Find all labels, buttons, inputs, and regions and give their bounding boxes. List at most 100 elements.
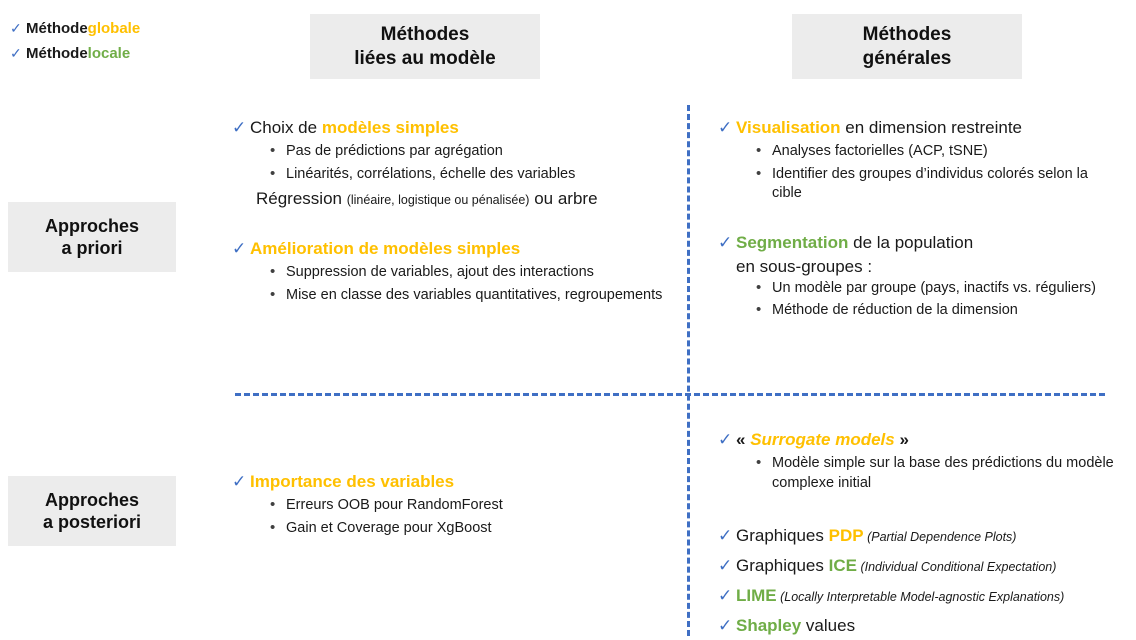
heading-amelioration-modeles-simples: ✓ Amélioration de modèles simples (232, 239, 682, 259)
legend-label-highlight-locale: locale (87, 45, 131, 62)
quadrant-bottom-right: ✓ « Surrogate models » • Modèle simple s… (718, 430, 1128, 640)
list-item: • Identifier des groupes d’individus col… (756, 165, 1118, 204)
regression-suffix: ou arbre (529, 189, 598, 209)
list-item: • Gain et Coverage pour XgBoost (270, 519, 682, 539)
row-label-a-posteriori: Approches a posteriori (8, 476, 176, 546)
legend-item-globale: ✓ Méthode globale (10, 20, 290, 37)
regression-label: Régression (256, 189, 347, 209)
heading-visualisation: ✓ Visualisation en dimension restreinte (718, 118, 1118, 138)
list-item-label: Suppression de variables, ajout des inte… (286, 264, 594, 281)
legend-item-locale: ✓ Méthode locale (10, 45, 290, 62)
spacer (232, 213, 682, 239)
check-line-shapley: ✓ Shapley values (718, 616, 1128, 636)
list-item-label: Linéarités, corrélations, échelle des va… (286, 165, 576, 182)
list-item: • Linéarités, corrélations, échelle des … (270, 165, 682, 185)
quadrant-bottom-left: ✓ Importance des variables • Erreurs OOB… (232, 472, 682, 541)
row-label-a-priori-line2: a priori (61, 238, 123, 258)
check-line-highlight: PDP (828, 526, 864, 546)
check-icon: ✓ (718, 526, 733, 546)
list-item: • Méthode de réduction de la dimension (756, 301, 1118, 321)
check-icon: ✓ (718, 556, 733, 576)
heading-highlight-text: Segmentation (736, 232, 849, 252)
list-item: • Analyses factorielles (ACP, tSNE) (756, 142, 1118, 162)
check-line-note: (Partial Dependence Plots) (863, 530, 1017, 545)
row-label-a-priori: Approches a priori (8, 202, 176, 272)
check-line-pdp: ✓ Graphiques PDP (Partial Dependence Plo… (718, 526, 1128, 546)
divider-vertical-dashed (687, 105, 690, 636)
check-line-prefix: Graphiques (736, 556, 829, 576)
list-item: • Un modèle par groupe (pays, inactifs v… (756, 279, 1118, 299)
heading-choix-modeles-simples: ✓ Choix de modèles simples (232, 118, 682, 138)
check-line-note: (Individual Conditional Expectation) (856, 560, 1057, 575)
legend-label-highlight-globale: globale (87, 20, 141, 37)
quote-close: » (894, 430, 909, 449)
bullet-icon: • (270, 496, 276, 513)
heading-highlight-text: Amélioration de modèles simples (250, 239, 521, 259)
list-item: • Suppression de variables, ajout des in… (270, 263, 682, 283)
column-header-general: Méthodes générales (792, 14, 1022, 79)
row-label-a-priori-line1: Approches (44, 215, 140, 236)
bullet-icon: • (270, 285, 276, 303)
list-item-label: Identifier des groupes d’individus color… (772, 165, 1088, 202)
heading-highlight-text: modèles simples (321, 118, 459, 137)
quote-open: « (736, 430, 751, 449)
bullet-icon: • (270, 142, 276, 159)
column-header-model-related-line1: Méthodes (380, 23, 470, 45)
heading-highlight-text: Importance des variables (250, 472, 455, 491)
column-header-model-related: Méthodes liées au modèle (310, 14, 540, 79)
legend: ✓ Méthode globale ✓ Méthode locale (10, 20, 290, 70)
list-item-label: Gain et Coverage pour XgBoost (286, 519, 492, 536)
check-line-highlight: Shapley (736, 616, 802, 636)
heading-importance-des-variables: ✓ Importance des variables (232, 472, 682, 492)
heading-segmentation-continuation: en sous-groupes : (736, 256, 873, 276)
list-item-label: Analyses factorielles (ACP, tSNE) (772, 143, 988, 159)
row-label-a-posteriori-line1: Approches (44, 489, 140, 510)
heading-plain-text: de la population (848, 232, 974, 252)
bullet-icon: • (270, 164, 276, 182)
check-line-ice: ✓ Graphiques ICE (Individual Conditional… (718, 556, 1128, 576)
check-line-highlight: ICE (828, 556, 857, 576)
check-icon: ✓ (10, 20, 22, 36)
quadrant-top-right: ✓ Visualisation en dimension restreinte … (718, 118, 1118, 324)
check-line-prefix: Graphiques (736, 526, 829, 546)
bullet-icon: • (756, 301, 762, 319)
list-item-label: Erreurs OOB pour RandomForest (286, 497, 503, 513)
list-item-label: Un modèle par groupe (pays, inactifs vs.… (772, 279, 1096, 296)
check-icon: ✓ (232, 118, 247, 137)
check-icon: ✓ (718, 232, 733, 252)
heading-highlight-text: Surrogate models (750, 430, 895, 449)
column-header-model-related-line2: liées au modèle (354, 47, 496, 69)
check-icon: ✓ (232, 472, 247, 491)
heading-plain-text: Choix de (250, 118, 322, 137)
list-item-label: Pas de prédictions par agrégation (286, 143, 503, 159)
legend-label-prefix-locale: Méthode (26, 45, 88, 62)
check-icon: ✓ (10, 45, 22, 61)
spacer (718, 496, 1128, 526)
column-header-general-line1: Méthodes (862, 23, 952, 45)
check-line-note: values (801, 616, 856, 636)
bullet-icon: • (756, 454, 762, 471)
list-item: • Modèle simple sur la base des prédicti… (756, 454, 1128, 493)
spacer (718, 207, 1118, 233)
list-item: • Erreurs OOB pour RandomForest (270, 496, 682, 516)
heading-highlight-text: Visualisation (736, 118, 841, 137)
check-line-highlight: LIME (736, 586, 777, 606)
legend-label-prefix-globale: Méthode (26, 20, 88, 37)
heading-surrogate-models: ✓ « Surrogate models » (718, 430, 1128, 450)
bullet-icon: • (270, 263, 276, 281)
regression-parenthetical: (linéaire, logistique ou pénalisée) (346, 193, 530, 208)
quadrant-top-left: ✓ Choix de modèles simples • Pas de préd… (232, 118, 682, 308)
check-icon: ✓ (718, 118, 733, 137)
column-header-general-line2: générales (862, 47, 952, 69)
bullet-icon: • (270, 518, 276, 536)
heading-segmentation: ✓ Segmentation de la population (718, 233, 1118, 253)
list-item-label: Modèle simple sur la base des prédiction… (772, 455, 1114, 491)
list-item: • Mise en classe des variables quantitat… (270, 286, 682, 306)
check-icon: ✓ (718, 430, 733, 449)
free-line-regression: Régression (linéaire, logistique ou péna… (256, 188, 682, 211)
bullet-icon: • (756, 142, 762, 159)
list-item: • Pas de prédictions par agrégation (270, 142, 682, 162)
check-line-note: (Locally Interpretable Model-agnostic Ex… (776, 590, 1065, 605)
check-icon: ✓ (232, 239, 247, 259)
